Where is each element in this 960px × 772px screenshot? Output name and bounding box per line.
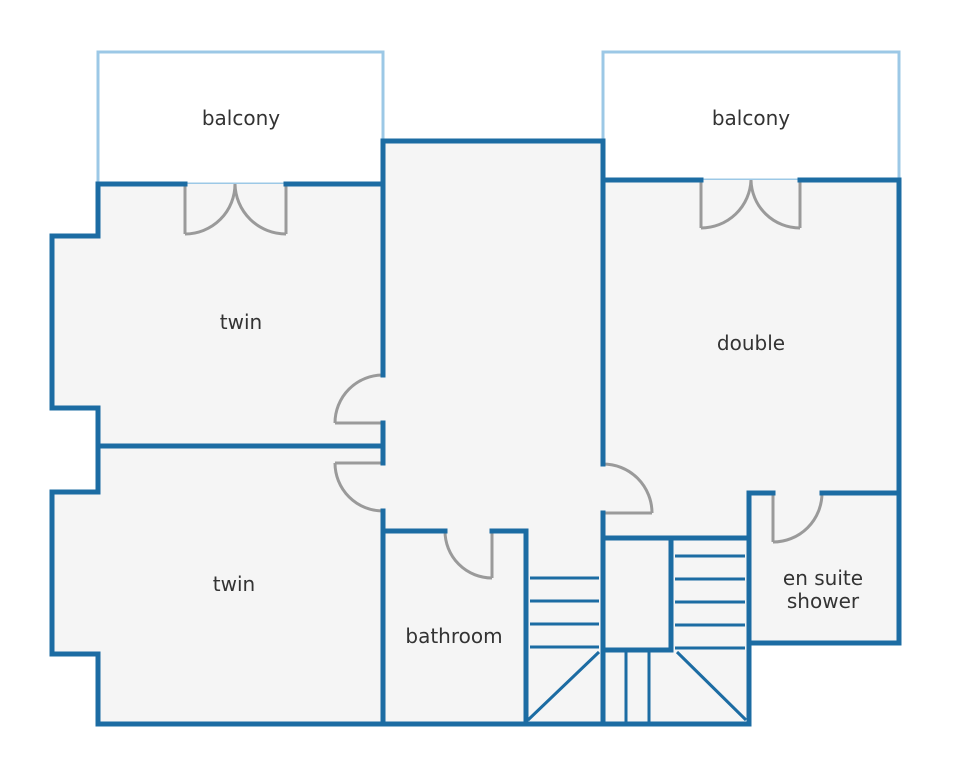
french-door-double-balcony: [699, 179, 802, 230]
label-balcony-left: balcony: [202, 106, 280, 130]
walls: [49, 138, 902, 727]
door-bathroom: [443, 530, 494, 580]
label-twin-top: twin: [220, 310, 262, 334]
floor-fill: [52, 141, 899, 724]
wall-twin-bottom: [49, 443, 529, 727]
room-labels: balcony balcony twin twin double bathroo…: [202, 106, 863, 648]
label-en-suite-line2: shower: [787, 589, 860, 613]
balcony-left: [96, 50, 385, 186]
stairs: [526, 554, 748, 722]
door-double: [602, 462, 654, 515]
doors: [183, 179, 824, 580]
door-twin-top: [333, 373, 384, 425]
label-double: double: [717, 331, 785, 355]
balcony-right: [601, 50, 901, 182]
french-door-twin-balcony: [183, 183, 288, 236]
label-en-suite-line1: en suite: [783, 566, 863, 590]
label-bathroom: bathroom: [405, 624, 502, 648]
door-en-suite: [771, 492, 824, 544]
wall-twin-top: [49, 181, 386, 449]
label-balcony-right: balcony: [712, 106, 790, 130]
label-twin-bottom: twin: [213, 572, 255, 596]
door-twin-bottom: [333, 461, 384, 513]
